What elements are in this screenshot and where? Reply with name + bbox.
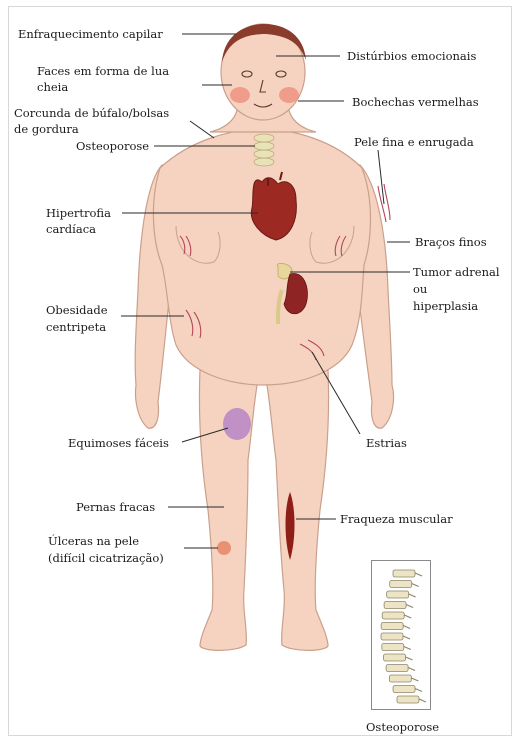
label-thin-skin: Pele fina e enrugada bbox=[354, 135, 474, 149]
label-buffalo-hump-line2: de gordura bbox=[14, 122, 79, 136]
label-obesity-line2: centripeta bbox=[46, 320, 106, 334]
label-striae: Estrias bbox=[366, 436, 407, 450]
label-emotional-disturbances: Distúrbios emocionais bbox=[347, 49, 476, 63]
torso bbox=[153, 128, 370, 385]
label-cardiac-line1: Hipertrofia bbox=[46, 206, 111, 220]
label-obesity-line1: Obesidade bbox=[46, 303, 108, 317]
label-buffalo-hump-line1: Corcunda de búfalo/bolsas bbox=[14, 106, 169, 120]
label-thin-arms: Braços finos bbox=[415, 235, 487, 249]
label-adrenal-line2: ou bbox=[413, 282, 427, 296]
label-easy-bruising: Equimoses fáceis bbox=[68, 436, 169, 450]
label-moon-face-line1: Faces em forma de lua bbox=[37, 64, 169, 78]
right-cheek-redness bbox=[279, 87, 299, 103]
spine-inset-frame bbox=[371, 560, 431, 710]
label-adrenal-line1: Tumor adrenal bbox=[413, 265, 500, 279]
label-osteoporosis-neck: Osteoporose bbox=[76, 139, 149, 153]
skin-ulcer bbox=[217, 541, 231, 555]
left-cheek-redness bbox=[230, 87, 250, 103]
label-muscle-weakness: Fraqueza muscular bbox=[340, 512, 453, 526]
label-moon-face-line2: cheia bbox=[37, 80, 68, 94]
label-osteoporosis-spine: Osteoporose bbox=[366, 720, 439, 734]
label-hair-thinning: Enfraquecimento capilar bbox=[18, 27, 163, 41]
bruise bbox=[223, 408, 251, 440]
label-adrenal-line3: hiperplasia bbox=[413, 299, 478, 313]
label-ulcers-line1: Úlceras na pele bbox=[48, 534, 139, 548]
label-cardiac-line2: cardíaca bbox=[46, 222, 96, 236]
right-leg bbox=[266, 370, 329, 650]
label-red-cheeks: Bochechas vermelhas bbox=[352, 95, 479, 109]
label-weak-legs: Pernas fracas bbox=[76, 500, 155, 514]
body-silhouette bbox=[135, 24, 393, 650]
label-ulcers-line2: (difícil cicatrização) bbox=[48, 551, 164, 565]
